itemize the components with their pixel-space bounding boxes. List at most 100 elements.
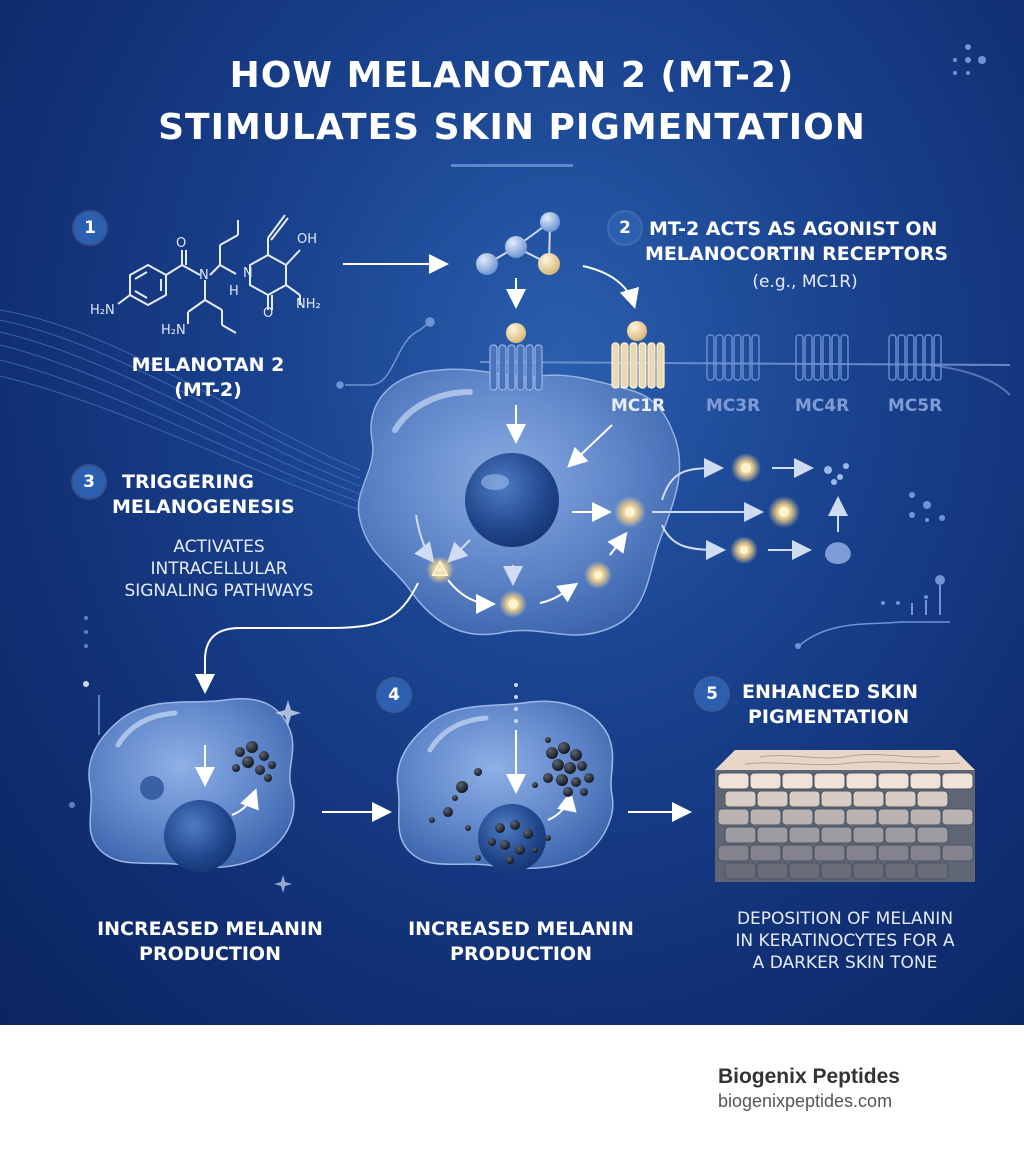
step-3-sub-line-2: INTRACELLULAR <box>150 559 288 579</box>
signal-nodes <box>426 496 646 618</box>
skin-cell <box>852 826 885 844</box>
chem-nh2: NH₂ <box>296 297 321 312</box>
skin-cell <box>788 862 821 880</box>
outcome-1-label: INCREASED MELANIN PRODUCTION <box>70 917 350 967</box>
skin-cell <box>813 772 846 790</box>
step-5-badge: 5 <box>696 678 728 710</box>
skin-cell <box>941 772 974 790</box>
skin-cell <box>724 790 757 808</box>
step-3-header: TRIGGERING MELANOGENESIS <box>112 470 332 520</box>
skin-cell <box>845 808 878 826</box>
skin-cell <box>813 844 846 862</box>
skin-cell <box>884 790 917 808</box>
skin-cell <box>749 772 782 790</box>
decor-circuit-left <box>336 317 435 389</box>
step-5-header-line-1: ENHANCED SKIN <box>742 681 919 703</box>
step-2-header-line-1: MT-2 ACTS AS AGONIST ON <box>649 218 938 240</box>
skin-cell <box>724 826 757 844</box>
skin-cell <box>756 826 789 844</box>
melanocyte-cell-2 <box>396 683 614 872</box>
receptor-label-mc5r: MC5R <box>887 396 943 416</box>
chem-n-2: N <box>243 266 253 281</box>
skin-cell <box>724 862 757 880</box>
step-1-label: MELANOTAN 2 (MT-2) <box>118 353 298 403</box>
skin-cell <box>884 862 917 880</box>
skin-cell <box>909 772 942 790</box>
title-underline <box>451 164 573 167</box>
mt2-molecule <box>117 214 301 334</box>
skin-cell <box>852 862 885 880</box>
arrow-ligand-to-mc1r <box>582 265 639 309</box>
outcome-2-line-2: PRODUCTION <box>450 943 592 965</box>
skin-cell <box>788 790 821 808</box>
skin-cell <box>884 826 917 844</box>
mt2-ligand-cluster <box>476 212 560 275</box>
chem-o-1: O <box>176 236 187 251</box>
skin-cell <box>749 808 782 826</box>
chem-h2n-left: H₂N <box>90 303 115 318</box>
skin-cell <box>852 790 885 808</box>
skin-cell <box>756 790 789 808</box>
melanocyte-cell-1 <box>88 698 295 872</box>
chem-oh: OH <box>297 232 318 247</box>
skin-cell <box>909 808 942 826</box>
title-line-2: STIMULATES SKIN PIGMENTATION <box>158 107 866 148</box>
diagram-artwork <box>0 44 1011 893</box>
step-1-label-line-1: MELANOTAN 2 <box>131 354 285 376</box>
receptor-label-mc4r: MC4R <box>794 396 850 416</box>
skin-cell-grid <box>717 772 974 880</box>
signaling-pathway <box>652 453 851 565</box>
infographic: HOW MELANOTAN 2 (MT-2) STIMULATES SKIN P… <box>0 0 1024 1025</box>
brand-url: biogenixpeptides.com <box>717 1091 893 1111</box>
skin-cell <box>820 862 853 880</box>
skin-cell <box>916 826 949 844</box>
receptor-label-mc3r: MC3R <box>705 396 761 416</box>
step-1-badge: 1 <box>74 212 106 244</box>
chem-h2n-bottom: H₂N <box>161 323 186 338</box>
brand-block: Biogenix Peptides biogenixpeptides.com <box>718 1065 900 1112</box>
arrow-to-production <box>195 582 419 694</box>
main-cell-nucleus <box>465 453 559 547</box>
outcome-2-label: INCREASED MELANIN PRODUCTION <box>381 917 661 967</box>
chem-n-1: N <box>199 268 209 283</box>
chem-o-2: O <box>263 306 274 321</box>
skin-cell <box>820 826 853 844</box>
decor-flow-lines <box>0 309 361 511</box>
skin-cell <box>781 772 814 790</box>
step-5-sub-line-3: A DARKER SKIN TONE <box>752 953 938 973</box>
step-2-note: (e.g., MC1R) <box>752 272 858 292</box>
step-1-label-line-2: (MT-2) <box>174 379 242 401</box>
step-2-badge: 2 <box>609 212 641 244</box>
skin-cell <box>813 808 846 826</box>
page-title: HOW MELANOTAN 2 (MT-2) STIMULATES SKIN P… <box>0 50 1024 154</box>
outcome-1-line-2: PRODUCTION <box>139 943 281 965</box>
step-3-header-line-2: MELANOGENESIS <box>112 496 295 518</box>
step-3-header-line-1: TRIGGERING <box>122 471 255 493</box>
skin-cell <box>877 772 910 790</box>
brand-name: Biogenix Peptides <box>717 1065 900 1088</box>
skin-cell <box>877 844 910 862</box>
step-5-header: ENHANCED SKIN PIGMENTATION <box>736 680 956 730</box>
skin-cell <box>717 844 750 862</box>
skin-cell <box>877 808 910 826</box>
skin-cell <box>916 790 949 808</box>
receptor-mc5r <box>888 334 942 381</box>
skin-cell <box>909 844 942 862</box>
skin-cell <box>820 790 853 808</box>
skin-cell <box>845 772 878 790</box>
receptor-on-cell <box>489 323 543 391</box>
step-3-description: ACTIVATES INTRACELLULAR SIGNALING PATHWA… <box>104 536 334 602</box>
outcome-1-line-1: INCREASED MELANIN <box>97 918 323 940</box>
decor-dots-top <box>953 44 986 75</box>
step-5-sub-line-1: DEPOSITION OF MELANIN <box>736 909 954 929</box>
skin-cell <box>749 844 782 862</box>
skin-cell <box>941 844 974 862</box>
step-3-sub-line-1: ACTIVATES <box>173 537 265 557</box>
title-line-1: HOW MELANOTAN 2 (MT-2) <box>229 55 795 96</box>
step-5-header-line-2: PIGMENTATION <box>748 706 910 728</box>
skin-cell <box>916 862 949 880</box>
step-2-header-line-2: MELANOCORTIN RECEPTORS <box>645 243 949 265</box>
skin-cell <box>781 844 814 862</box>
step-5-sub-line-2: IN KERATINOCYTES FOR A <box>735 931 955 951</box>
step-5-description: DEPOSITION OF MELANIN IN KERATINOCYTES F… <box>700 908 990 974</box>
